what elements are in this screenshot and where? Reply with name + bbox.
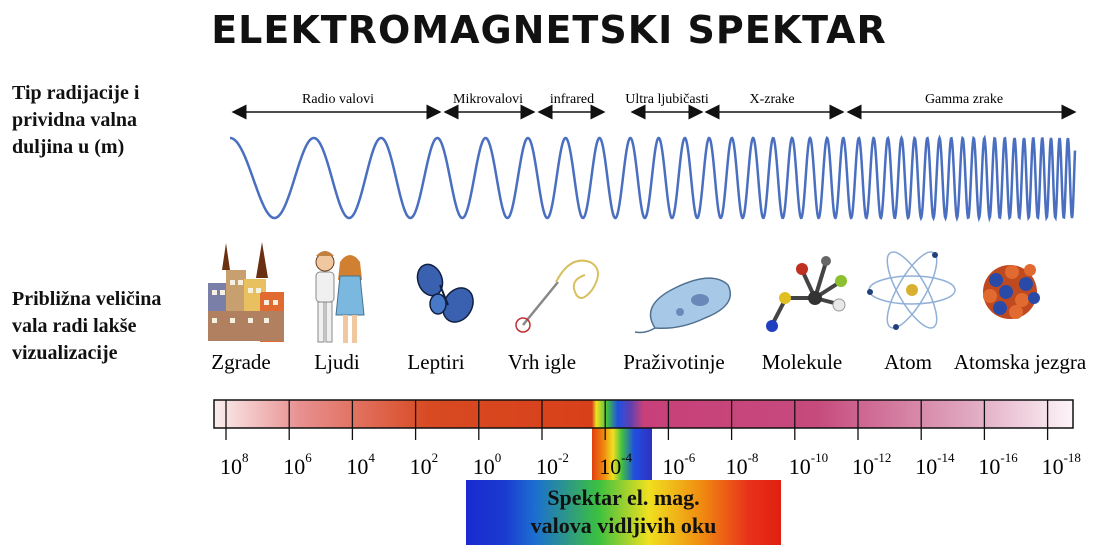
- scale-tick-label: 10-18: [1042, 450, 1081, 479]
- page-title: ELEKTROMAGNETSKI SPEKTAR: [211, 8, 887, 52]
- scale-tick-label: 10-12: [852, 450, 891, 479]
- scale-tick-label: 10-4: [599, 450, 632, 479]
- object-label-atom: Atom: [884, 350, 932, 374]
- scale-tick-label: 10-2: [536, 450, 569, 479]
- buildings-icon: [208, 242, 284, 342]
- molecule-icon: [766, 256, 847, 332]
- butterfly-icon: [416, 263, 474, 323]
- scale-tick-lines: [225, 400, 1049, 440]
- scale-tick-label: 10-10: [789, 450, 828, 479]
- protozoa-icon: [634, 277, 732, 334]
- object-label-needle: Vrh igle: [508, 350, 576, 374]
- band-label-micro: Mikrovalovi: [453, 92, 523, 107]
- scale-tick-label: 100: [473, 450, 502, 479]
- people-icon: [315, 251, 365, 343]
- object-labels: Zgrade Ljudi Leptiri Vrh igle Praživotin…: [211, 350, 1087, 374]
- wave-line: [230, 134, 1077, 223]
- band-label-infrared: infrared: [550, 92, 594, 107]
- scale-tick-label: 108: [220, 450, 249, 479]
- nucleus-icon: [983, 264, 1040, 319]
- band-label-radio: Radio valovi: [302, 92, 374, 107]
- object-label-buildings: Zgrade: [211, 350, 270, 374]
- object-label-protozoa: Praživotinje: [623, 350, 724, 374]
- band-label-uv: Ultra ljubičasti: [625, 92, 709, 107]
- visible-spectrum-box: Spektar el. mag. valova vidljivih oku: [466, 480, 781, 545]
- scale-tick-label: 10-6: [662, 450, 695, 479]
- scale-tick-label: 10-8: [726, 450, 759, 479]
- scale-tick-labels: 108 106 104 102 100 10-2 10-4 10-6 10-8 10-10 10-1…: [220, 450, 1081, 479]
- wavelength-scale-bar: [213, 399, 1074, 429]
- object-label-people: Ljudi: [314, 350, 360, 374]
- radiation-type-label: Tip radijacije i prividna valna duljina …: [12, 82, 140, 158]
- object-label-nucleus: Atomska jezgra: [954, 350, 1087, 374]
- scale-tick-label: 102: [410, 450, 439, 479]
- band-label-xray: X-zrake: [749, 92, 794, 107]
- band-labels: Radio valovi Mikrovalovi infrared Ultra …: [302, 92, 1003, 107]
- size-comparison-label: Približna veličina vala radi lakše vizua…: [12, 288, 162, 364]
- object-label-molecules: Molekule: [762, 350, 842, 374]
- scale-tick-label: 10-14: [915, 450, 955, 479]
- band-label-gamma: Gamma zrake: [925, 92, 1003, 107]
- visible-spectrum-label: Spektar el. mag. valova vidljivih oku: [530, 485, 717, 538]
- scale-tick-label: 10-16: [978, 450, 1018, 479]
- scale-tick-label: 106: [283, 450, 312, 479]
- atom-icon: [867, 251, 956, 330]
- object-label-butterflies: Leptiri: [407, 350, 464, 374]
- scale-tick-label: 104: [346, 450, 375, 479]
- needle-icon: [515, 259, 599, 333]
